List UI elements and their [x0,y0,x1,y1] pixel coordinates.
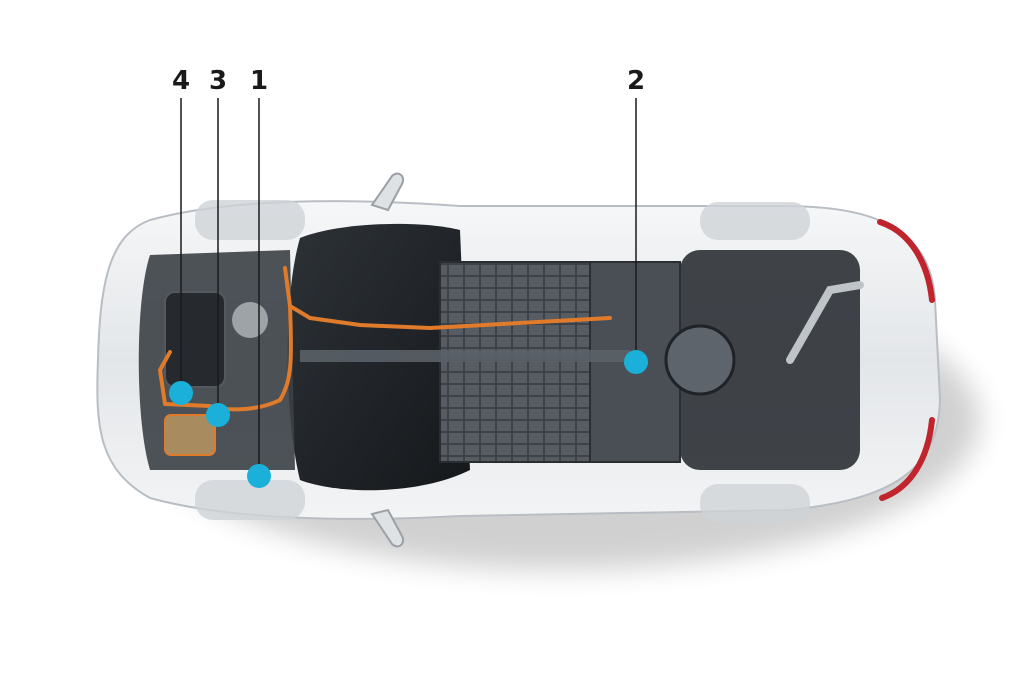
callout-label-4: 4 [172,66,191,96]
hotspot-marker-3[interactable] [206,403,230,427]
exhaust-pipe [786,281,864,364]
taillight-bottom [879,417,935,501]
wheel-front-right [195,480,305,520]
wheel-rear-left [700,202,810,240]
wheel-rear-right [700,484,810,522]
hotspot-marker-4[interactable] [169,381,193,405]
callout-label-3: 3 [209,66,228,96]
driveshaft [300,350,630,362]
hotspot-marker-2[interactable] [624,350,648,374]
hotspot-marker-1[interactable] [247,464,271,488]
callout-label-1: 1 [250,66,269,96]
engine-cover [164,291,226,388]
mirror-left [370,172,404,212]
callout-label-2: 2 [627,66,646,96]
mirror-right [370,508,404,548]
engine-part [232,302,268,338]
wheel-front-left [195,200,305,240]
taillight-top [877,219,935,303]
rear-component [664,324,736,396]
transmission [164,414,216,456]
rear-chassis [680,250,860,470]
